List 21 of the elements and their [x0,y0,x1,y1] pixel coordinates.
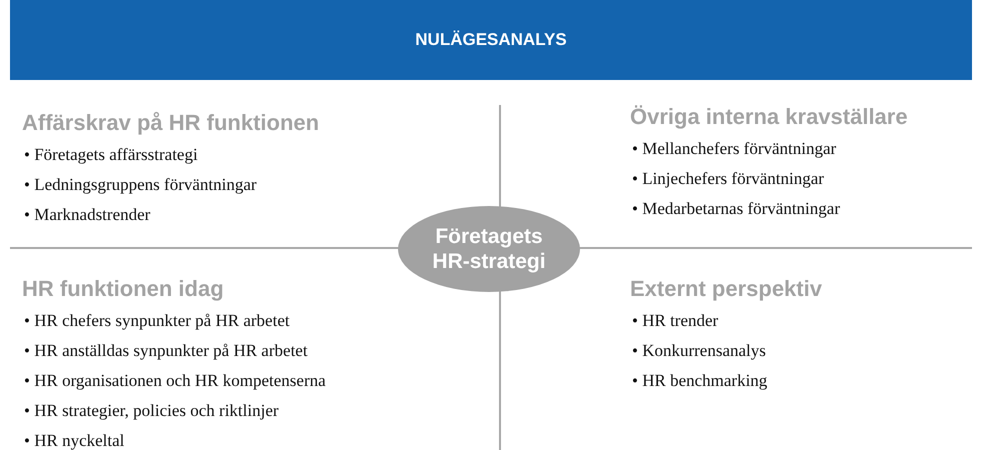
bullet-item: • HR benchmarking [632,370,768,392]
section-heading: Övriga interna kravställare [630,104,908,130]
center-title: Företagets HR-strategi [431,224,547,274]
section-heading: HR funktionen idag [22,276,224,302]
bullet-item: • Ledningsgruppens förväntningar [24,174,257,196]
bullet-item: • Mellanchefers förväntningar [632,138,838,160]
bullet-item: • HR chefers synpunkter på HR arbetet [24,310,291,332]
section-heading: Externt perspektiv [630,276,822,302]
bullet-item: • HR trender [632,310,720,332]
bullet-item: • Marknadstrender [24,204,152,226]
bullet-item: • Företagets affärsstrategi [24,144,199,166]
bullet-item: • HR organisationen och HR kompetenserna [24,370,326,392]
bullet-item: • HR anställdas synpunkter på HR arbetet [24,340,309,362]
bullet-item: • HR nyckeltal [24,430,126,450]
bullet-item: • Linjechefers förväntningar [632,168,825,190]
header-band [10,0,972,80]
bullet-item: • Medarbetarnas förväntningar [632,198,840,220]
section-heading: Affärskrav på HR funktionen [22,110,320,136]
bullet-item: • HR strategier, policies och riktlinjer [24,400,280,422]
bullet-item: • Konkurrensanalys [632,340,767,362]
header-title: NULÄGESANALYS [415,30,567,50]
